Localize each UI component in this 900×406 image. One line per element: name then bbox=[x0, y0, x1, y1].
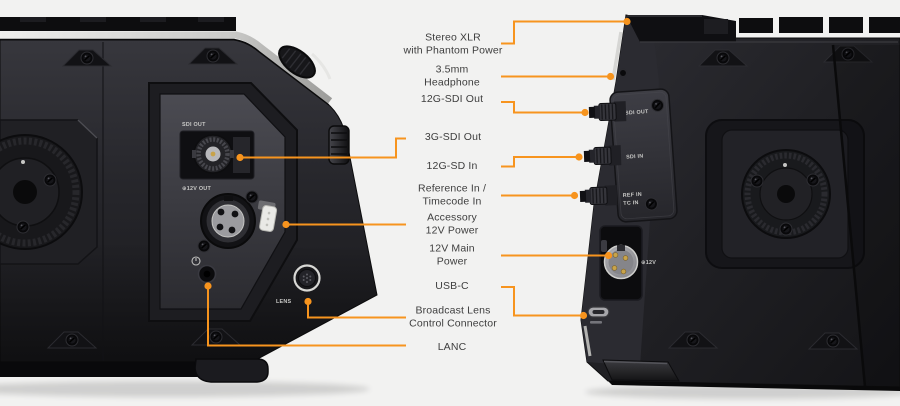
callout-dot-broadcast-lens bbox=[304, 297, 312, 306]
12v-power-connector bbox=[601, 240, 639, 280]
callout-label-3g-sdi-out: 3G-SDI Out bbox=[424, 130, 482, 143]
callout-label-12v-main: 12V Main Power bbox=[429, 242, 475, 268]
sdi-in-bnc bbox=[583, 144, 622, 168]
right-panel-label-tc-in: TC IN bbox=[623, 200, 639, 207]
callout-line-usb-c bbox=[501, 286, 580, 317]
callout-label-headphone: 3.5mm Headphone bbox=[424, 63, 480, 89]
sdi-out-bnc bbox=[588, 100, 627, 124]
callout-dot-3g-sdi-out bbox=[236, 153, 244, 162]
callout-dot-12g-sdi-out bbox=[581, 108, 589, 117]
callout-dot-12v-main bbox=[604, 251, 613, 260]
camera-foot bbox=[194, 358, 269, 383]
left-rosette-mount bbox=[0, 119, 98, 265]
callout-line-3g-sdi-out bbox=[243, 137, 406, 159]
callout-dot-ref-tc-in bbox=[570, 191, 579, 200]
left-panel-label-lens: LENS bbox=[276, 299, 292, 305]
callout-dots bbox=[204, 17, 631, 320]
callout-lines bbox=[207, 20, 624, 347]
callout-label-stereo-xlr: Stereo XLR with Phantom Power bbox=[403, 31, 503, 57]
callout-label-ref-tc-in: Reference In / Timecode In bbox=[417, 182, 487, 208]
left-camera: SDI OUT ⊕12V OUT bbox=[0, 17, 378, 383]
camera-foot bbox=[602, 359, 680, 382]
callout-line-stereo-xlr bbox=[501, 20, 624, 45]
callout-label-12g-sdi-out: 12G-SDI Out bbox=[420, 92, 484, 105]
right-rosette-mount bbox=[705, 119, 865, 269]
callout-dot-accessory-12v bbox=[282, 220, 290, 229]
right-panel-label-sdi-in: SDI IN bbox=[626, 153, 644, 160]
callout-line-12g-sd-in bbox=[501, 156, 576, 168]
callout-label-broadcast-lens: Broadcast Lens Control Connector bbox=[409, 304, 497, 330]
callout-label-accessory-12v: Accessory 12V Power bbox=[425, 211, 479, 237]
left-panel-label-sdi-out: SDI OUT bbox=[182, 122, 206, 128]
callout-dot-stereo-xlr bbox=[623, 17, 631, 26]
callout-dot-12g-sd-in bbox=[575, 153, 583, 161]
callout-line-12g-sdi-out bbox=[501, 101, 582, 114]
callout-label-lanc: LANC bbox=[437, 340, 467, 353]
callout-line-broadcast-lens bbox=[307, 304, 406, 319]
callout-dot-lanc bbox=[204, 282, 212, 290]
screw bbox=[245, 190, 259, 204]
callout-label-12g-sd-in: 12G-SD In bbox=[426, 159, 478, 172]
right-panel-label-sdi-out: SDI OUT bbox=[625, 109, 649, 117]
right-panel-label-12v: ⊕12V bbox=[641, 260, 656, 266]
callout-label-usb-c: USB-C bbox=[435, 279, 469, 292]
left-camera-shadow bbox=[0, 381, 370, 397]
right-panel-label-ref-in: REF IN bbox=[623, 192, 643, 199]
usb-c-port bbox=[587, 306, 610, 324]
side-knob bbox=[328, 125, 350, 165]
right-camera: SDI OUT SDI IN REF IN TC IN ⊕12V bbox=[579, 14, 900, 391]
callout-line-lanc bbox=[207, 289, 406, 347]
lanc-icon bbox=[191, 256, 201, 266]
top-wheel bbox=[278, 45, 316, 79]
callout-dot-usb-c bbox=[579, 311, 588, 320]
headphone-jack bbox=[618, 68, 628, 78]
ref-tc-bnc bbox=[579, 184, 618, 208]
left-panel-label-12v-out: ⊕12V OUT bbox=[182, 186, 211, 192]
bnc-sdi-out-connector bbox=[192, 134, 234, 174]
callout-dot-headphone bbox=[606, 72, 615, 81]
xlr-12v-out-connector bbox=[200, 193, 256, 249]
lens-connector bbox=[293, 264, 321, 292]
white-latch-connector bbox=[257, 200, 278, 232]
screw bbox=[197, 239, 211, 253]
